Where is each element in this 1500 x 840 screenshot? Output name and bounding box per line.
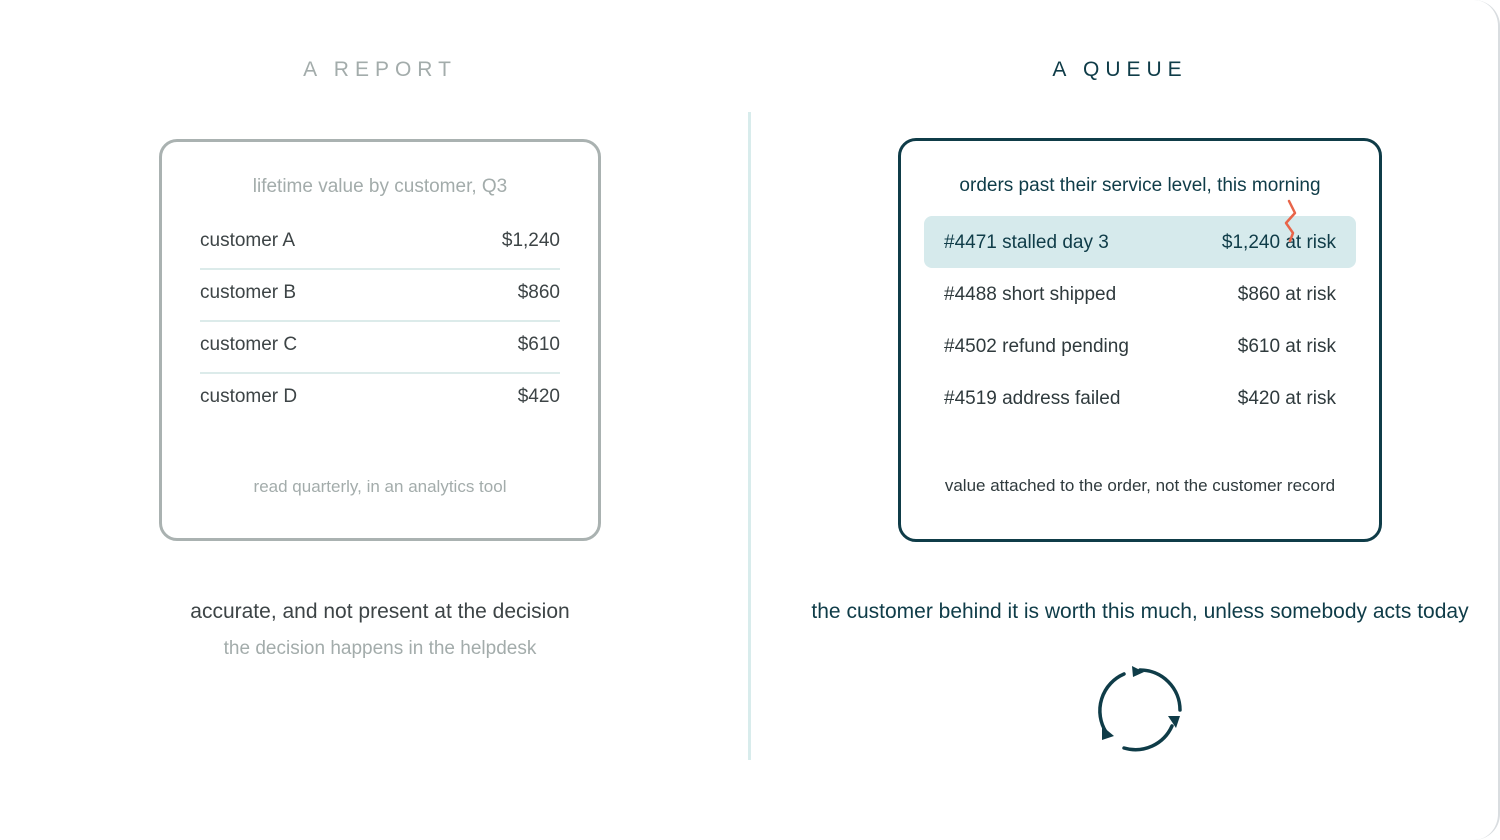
- report-row-value: $420: [517, 386, 560, 407]
- report-row-name: customer B: [200, 282, 297, 303]
- report-footer: read quarterly, in an analytics tool: [253, 477, 507, 496]
- report-card: lifetime value by customer, Q3 customer …: [159, 139, 601, 541]
- cycle-arrows-icon: [1098, 666, 1182, 752]
- queue-heading: A QUEUE: [1052, 58, 1188, 81]
- queue-card: orders past their service level, this mo…: [898, 138, 1382, 542]
- report-row: customer C $610: [200, 246, 560, 355]
- row-divider: [200, 372, 560, 374]
- report-heading: A REPORT: [303, 58, 457, 81]
- queue-order-id: #4488 short shipped: [944, 284, 1117, 305]
- row-divider: [200, 320, 560, 322]
- queue-title: orders past their service level, this mo…: [959, 175, 1321, 196]
- queue-footer: value attached to the order, not the cus…: [944, 476, 1336, 495]
- report-title: lifetime value by customer, Q3: [252, 176, 508, 197]
- queue-value-at-risk: $860 at risk: [1237, 284, 1336, 305]
- queue-value-at-risk: $1,240 at risk: [1221, 232, 1336, 253]
- highlighted-row-background: [924, 216, 1356, 268]
- queue-order-id: #4471 stalled day 3: [944, 232, 1109, 253]
- center-divider: [748, 112, 751, 760]
- report-row: customer A $1,240: [200, 142, 560, 251]
- report-row-value: $1,240: [501, 230, 560, 251]
- crack-mark-icon: [1284, 199, 1297, 243]
- report-row-name: customer C: [200, 334, 298, 355]
- report-caption: accurate, and not present at the decisio…: [190, 600, 570, 623]
- queue-order-id: #4502 refund pending: [944, 336, 1129, 357]
- report-row-value: $610: [517, 334, 560, 355]
- queue-value-at-risk: $610 at risk: [1237, 336, 1336, 357]
- report-subcaption: the decision happens in the helpdesk: [223, 638, 537, 659]
- report-row-name: customer D: [200, 386, 298, 407]
- queue-order-id: #4519 address failed: [944, 388, 1121, 409]
- report-row: customer B $860: [200, 194, 560, 303]
- report-row-value: $860: [517, 282, 560, 303]
- queue-caption: the customer behind it is worth this muc…: [811, 600, 1469, 623]
- row-divider: [200, 268, 560, 270]
- queue-value-at-risk: $420 at risk: [1237, 388, 1336, 409]
- report-row: customer D $420: [200, 298, 560, 407]
- report-row-name: customer A: [200, 230, 296, 251]
